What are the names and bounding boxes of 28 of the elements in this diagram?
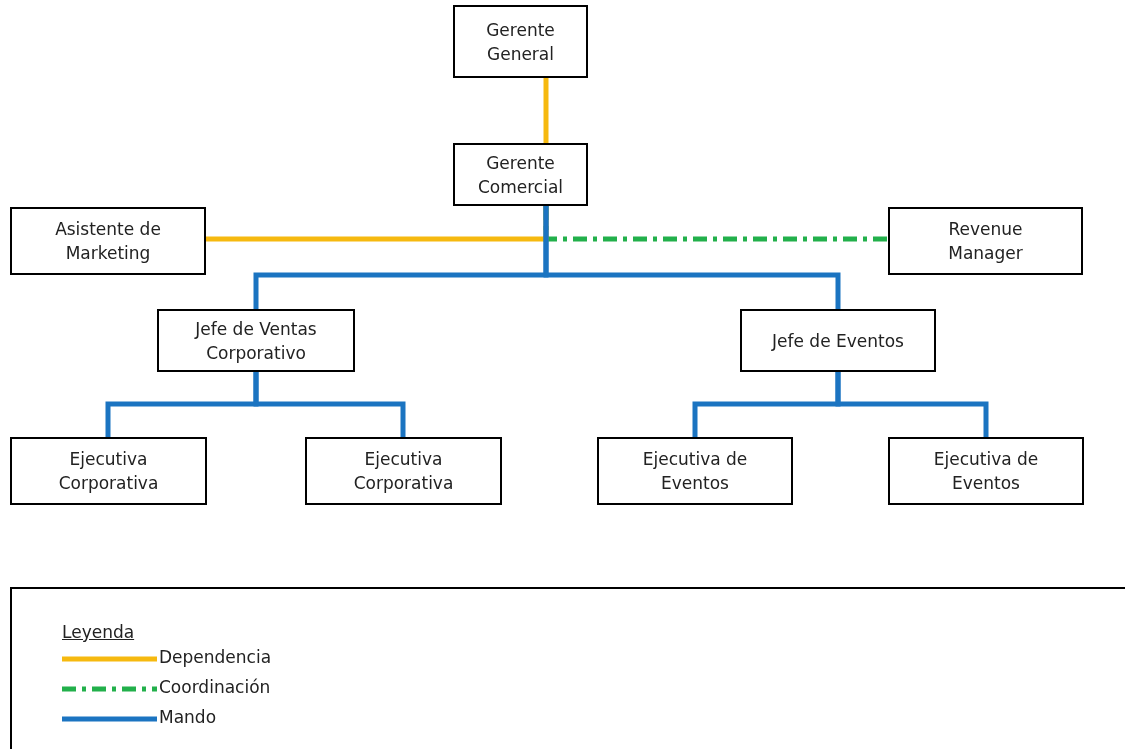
connector	[253, 372, 406, 437]
legend-label: Coordinación	[159, 677, 271, 697]
org-box	[10, 207, 206, 275]
role-title: Jefe de Ventas Corporativo	[193, 317, 318, 365]
connector	[543, 78, 549, 143]
org-box	[740, 309, 936, 372]
role-title: Gerente General	[485, 18, 556, 66]
role-title: Ejecutiva Corporativa	[57, 448, 160, 495]
role-title: Ejecutiva de Eventos	[932, 448, 1040, 495]
org-box	[597, 437, 793, 505]
org-box	[888, 437, 1084, 505]
legend-label: Mando	[159, 707, 217, 727]
role-title: Gerente Comercial	[476, 151, 565, 199]
connector	[543, 206, 841, 309]
org-box	[157, 309, 355, 372]
role-title: Ejecutiva de Eventos	[641, 448, 749, 495]
org-box	[453, 143, 588, 206]
role-title: Revenue Manager	[947, 218, 1024, 265]
org-box	[888, 207, 1083, 275]
org-box	[453, 5, 588, 78]
role-title: Ejecutiva Corporativa	[352, 448, 455, 495]
role-title: Asistente de Marketing	[54, 218, 162, 265]
connector	[835, 372, 989, 437]
legend-label: Dependencia	[159, 647, 272, 667]
org-box	[305, 437, 502, 505]
org-box	[10, 437, 207, 505]
role-title: Jefe de Eventos	[770, 329, 905, 353]
legend-title: Leyenda	[62, 622, 135, 642]
